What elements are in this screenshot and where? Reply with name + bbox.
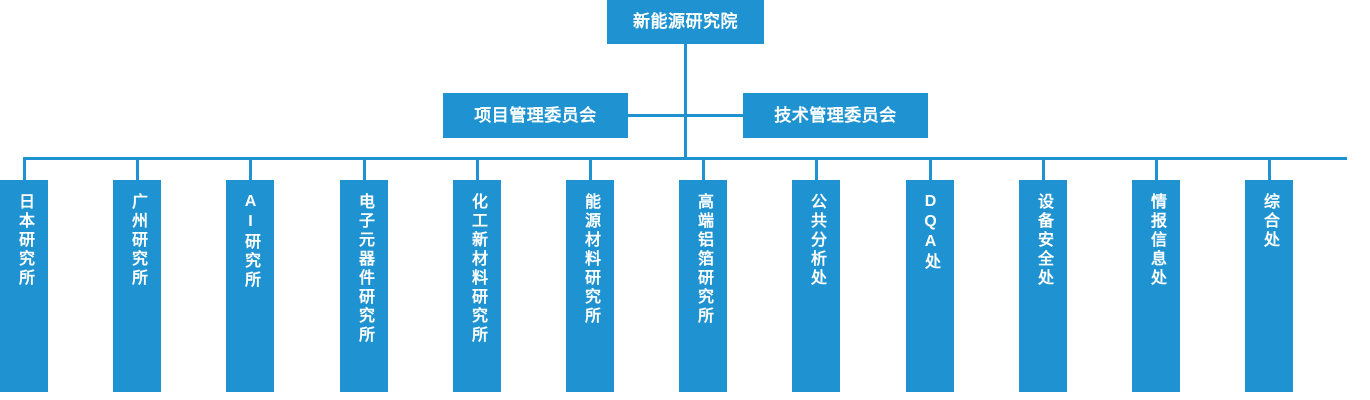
department-node-6[interactable]: 能源材料研究所 [566, 180, 614, 392]
department-node-9[interactable]: DQA处 [906, 180, 954, 392]
department-node-2[interactable]: 广州研究所 [113, 180, 161, 392]
department-stem-10 [1042, 157, 1045, 181]
department-node-10[interactable]: 设备安全处 [1019, 180, 1067, 392]
department-node-3[interactable]: AI研究所 [226, 180, 274, 392]
connector-root-to-bus [684, 44, 687, 160]
department-label: 公共分析处 [808, 193, 825, 288]
department-label: 化工新材料研究所 [469, 193, 486, 345]
department-label: 电子元器件研究所 [356, 193, 373, 345]
department-node-11[interactable]: 情报信息处 [1132, 180, 1180, 392]
department-node-7[interactable]: 高端铝箔研究所 [679, 180, 727, 392]
department-label: 综合处 [1261, 193, 1278, 250]
department-node-1[interactable]: 日本研究所 [0, 180, 48, 392]
department-stem-11 [1155, 157, 1158, 181]
node-technical-management-committee[interactable]: 技术管理委员会 [743, 93, 928, 138]
department-stem-3 [249, 157, 252, 181]
department-label: 广州研究所 [129, 193, 146, 288]
department-label: 高端铝箔研究所 [695, 193, 712, 326]
department-stem-5 [476, 157, 479, 181]
department-stem-12 [1268, 157, 1271, 181]
connector-between-committees [627, 114, 744, 117]
department-label: 设备安全处 [1035, 193, 1052, 288]
node-root-institute[interactable]: 新能源研究院 [607, 0, 764, 44]
department-stem-8 [815, 157, 818, 181]
department-label: 日本研究所 [16, 193, 33, 288]
department-stem-6 [589, 157, 592, 181]
department-label: 情报信息处 [1148, 193, 1165, 288]
department-stem-2 [136, 157, 139, 181]
department-label: 能源材料研究所 [582, 193, 599, 326]
department-node-8[interactable]: 公共分析处 [792, 180, 840, 392]
department-label: AI研究所 [242, 193, 259, 290]
node-project-management-committee[interactable]: 项目管理委员会 [443, 93, 628, 138]
department-stem-4 [363, 157, 366, 181]
department-node-4[interactable]: 电子元器件研究所 [340, 180, 388, 392]
department-node-12[interactable]: 综合处 [1245, 180, 1293, 392]
department-stem-1 [23, 157, 26, 181]
connector-department-bus [23, 157, 1347, 160]
department-stem-7 [702, 157, 705, 181]
department-label: DQA处 [922, 193, 939, 272]
department-stem-9 [929, 157, 932, 181]
department-node-5[interactable]: 化工新材料研究所 [453, 180, 501, 392]
